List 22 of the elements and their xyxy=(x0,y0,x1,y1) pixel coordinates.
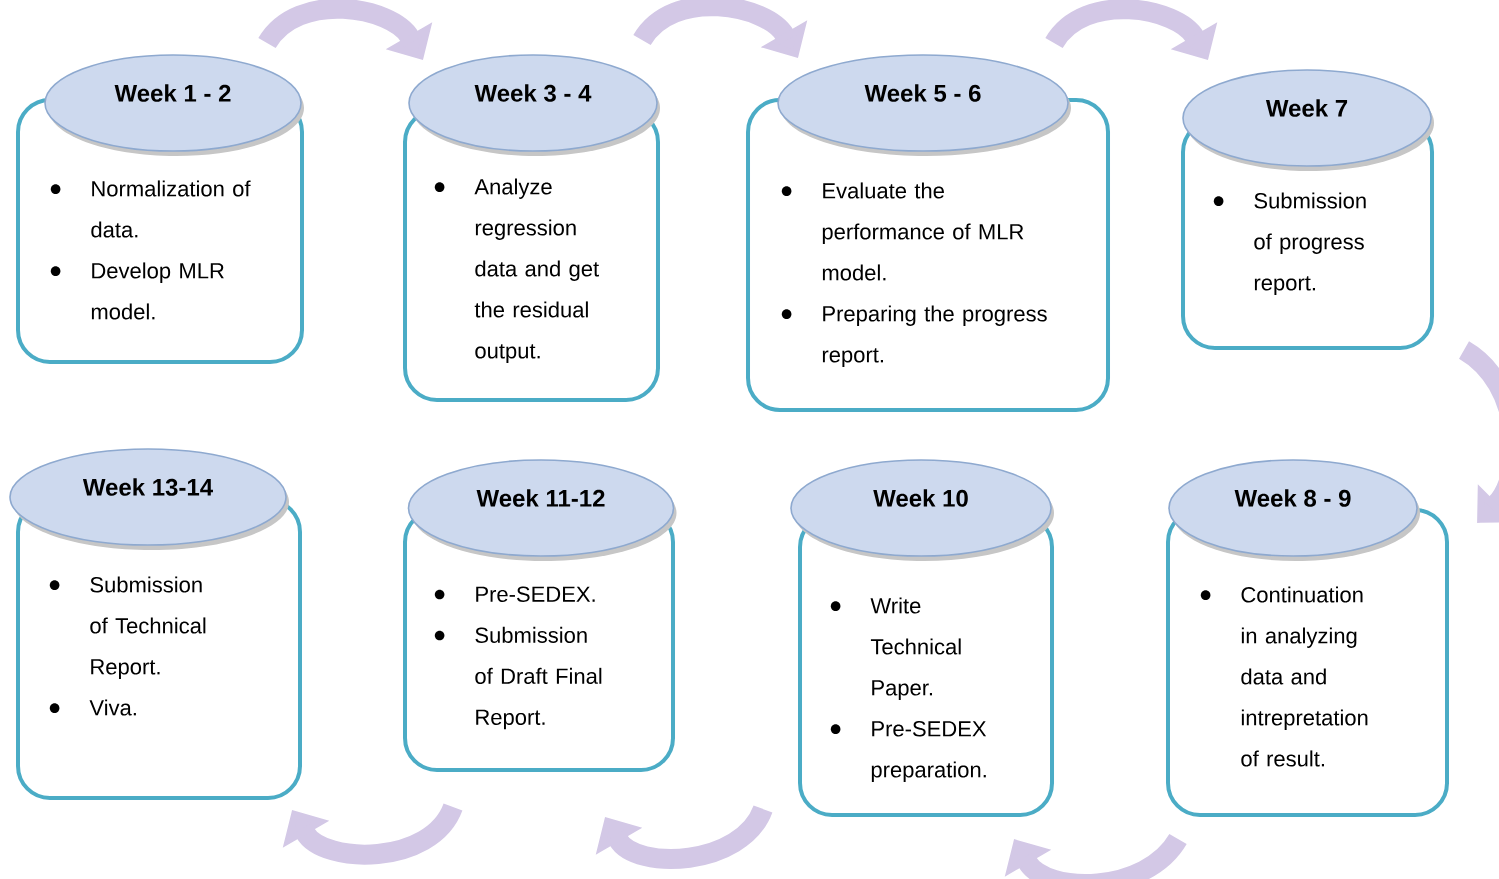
week-card xyxy=(1166,459,1449,817)
bullet-item: Pre-SEDEX. xyxy=(434,586,595,602)
bullet-item: Submission of Technical Report. xyxy=(49,576,206,679)
bullet-item: Submission of progress report. xyxy=(1213,192,1366,295)
bullet-item: Analyze regression data and get the residual output. xyxy=(434,178,599,363)
week-card xyxy=(9,448,302,800)
bullet-item: Continuation in analyzing data and intrepretation of result. xyxy=(1200,586,1368,767)
bullet-item: Normalization of data. xyxy=(50,180,251,238)
week-card xyxy=(403,54,660,402)
week-card xyxy=(16,54,304,364)
bullet-item: Viva. xyxy=(49,699,136,716)
bullet-item: Write Technical Paper. xyxy=(830,597,961,700)
week-card xyxy=(1181,69,1434,350)
week-card xyxy=(746,54,1110,412)
bullet-item: Develop MLR model. xyxy=(50,262,224,320)
bullet-item: Submission of Draft Final Report. xyxy=(434,626,602,730)
week-card xyxy=(790,459,1054,817)
bullet-item: Evaluate the performance of MLR model. xyxy=(781,182,1024,281)
bullet-item: Preparing the progress report. xyxy=(781,305,1047,367)
curved-arrow xyxy=(1458,341,1499,523)
bullet-item: Pre-SEDEX preparation. xyxy=(830,721,987,782)
week-card xyxy=(403,459,677,772)
